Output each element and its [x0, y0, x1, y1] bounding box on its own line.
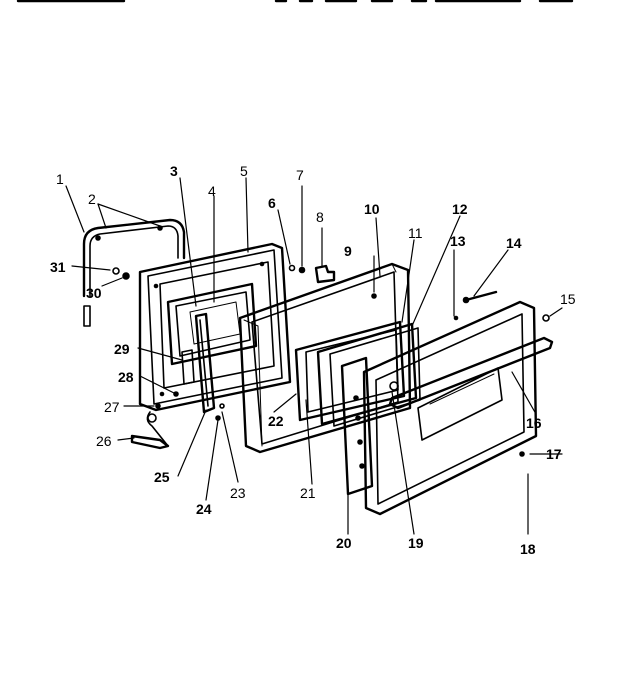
callout-31: 31: [50, 259, 66, 275]
callout-7: 7: [296, 167, 304, 183]
screw-part-31: [112, 267, 120, 275]
callout-10: 10: [364, 201, 380, 217]
callout-17: 17: [546, 446, 562, 462]
callout-12: 12: [452, 201, 468, 217]
callout-24: 24: [196, 501, 212, 517]
inner-door-liner-part: [138, 242, 292, 412]
callout-15: 15: [560, 291, 576, 307]
leader-lines: [65, 177, 563, 535]
hinge-lever-part: [130, 411, 170, 450]
callout-11: 11: [408, 225, 423, 241]
callout-18: 18: [520, 541, 536, 557]
callout-22: 22: [268, 413, 284, 429]
callout-26: 26: [96, 433, 112, 449]
callout-21: 21: [300, 485, 316, 501]
callout-25: 25: [154, 469, 170, 485]
door-handle-part: [388, 336, 554, 410]
callout-30: 30: [86, 285, 102, 301]
callout-3: 3: [170, 163, 178, 179]
callout-27: 27: [104, 399, 120, 415]
callout-5: 5: [240, 163, 248, 179]
screw-part-30: [122, 272, 130, 280]
callout-labels: 1 2 3 4 5 6 7 8 9 10 11 12 13 14 15 16 1…: [50, 163, 576, 557]
callout-28: 28: [118, 369, 134, 385]
callout-19: 19: [408, 535, 424, 551]
hinge-arm-part: [181, 312, 216, 414]
callout-1: 1: [56, 171, 64, 187]
screw-part-9: [371, 293, 377, 299]
latch-parts: [288, 264, 336, 284]
callout-16: 16: [526, 415, 542, 431]
callout-23: 23: [230, 485, 246, 501]
handle-screws: [453, 290, 550, 457]
callout-29: 29: [114, 341, 130, 357]
callout-9: 9: [344, 243, 352, 259]
hinge-side-strip-part: [340, 356, 374, 496]
callout-13: 13: [450, 233, 466, 249]
callout-8: 8: [316, 209, 324, 225]
callout-20: 20: [336, 535, 352, 551]
front-door-panel-part: [362, 300, 538, 516]
callout-4: 4: [208, 183, 216, 199]
door-gasket-part: [82, 218, 186, 327]
callout-14: 14: [506, 235, 522, 251]
callout-6: 6: [268, 195, 276, 211]
callout-2: 2: [88, 191, 96, 207]
